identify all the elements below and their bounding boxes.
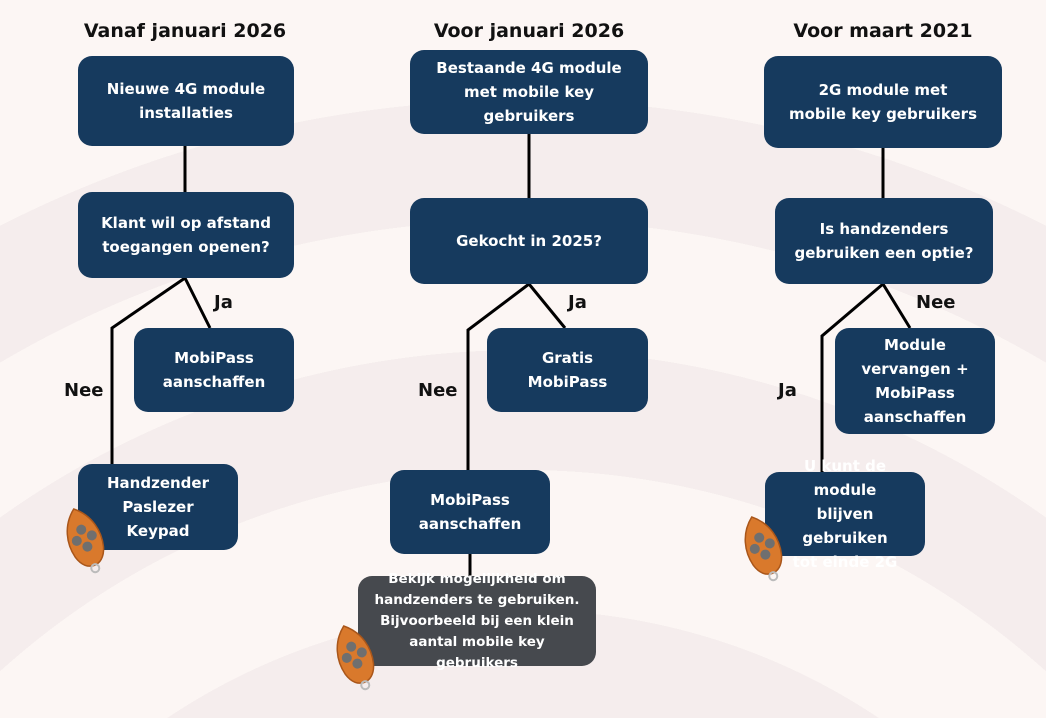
result-box-mobipass: MobiPass aanschaffen (390, 470, 550, 554)
result-box-handzender: Handzender Paslezer Keypad (78, 464, 238, 550)
no-label: Nee (64, 380, 104, 401)
yes-label: Ja (568, 292, 587, 313)
column-title-vanaf-januari-2026: Vanaf januari 2026 (83, 20, 287, 42)
start-box-2g: 2G module met mobile key gebruikers (764, 56, 1002, 148)
no-label: Nee (418, 380, 458, 401)
question-box-bought-2025: Gekocht in 2025? (410, 198, 648, 284)
remote-fob-icon (336, 625, 375, 691)
result-box-mobipass: MobiPass aanschaffen (134, 328, 294, 412)
result-box-free-mobipass: Gratis MobiPass (487, 328, 648, 412)
column-title-voor-januari-2026: Voor januari 2026 (433, 20, 625, 42)
yes-label: Ja (214, 292, 233, 313)
remote-fob-icon (744, 516, 783, 582)
remote-fob-icon (66, 508, 105, 574)
result-box-keep-module: U kunt de module blijven gebruiken tot e… (765, 457, 925, 571)
column-title-voor-maart-2021: Voor maart 2021 (793, 20, 973, 42)
start-box-new-4g: Nieuwe 4G module installaties (78, 56, 294, 146)
question-box-remote-access: Klant wil op afstand toegangen openen? (78, 192, 294, 278)
yes-label: Ja (778, 380, 797, 401)
start-box-existing-4g: Bestaande 4G module met mobile key gebru… (410, 50, 648, 134)
result-box-replace-module: Module vervangen + MobiPass aanschaffen (835, 328, 995, 434)
question-box-handzenders-option: Is handzenders gebruiken een optie? (775, 198, 993, 284)
note-box-handzenders: Bekijk mogelijkheid om handzenders te ge… (358, 571, 596, 671)
no-label: Nee (916, 292, 956, 313)
